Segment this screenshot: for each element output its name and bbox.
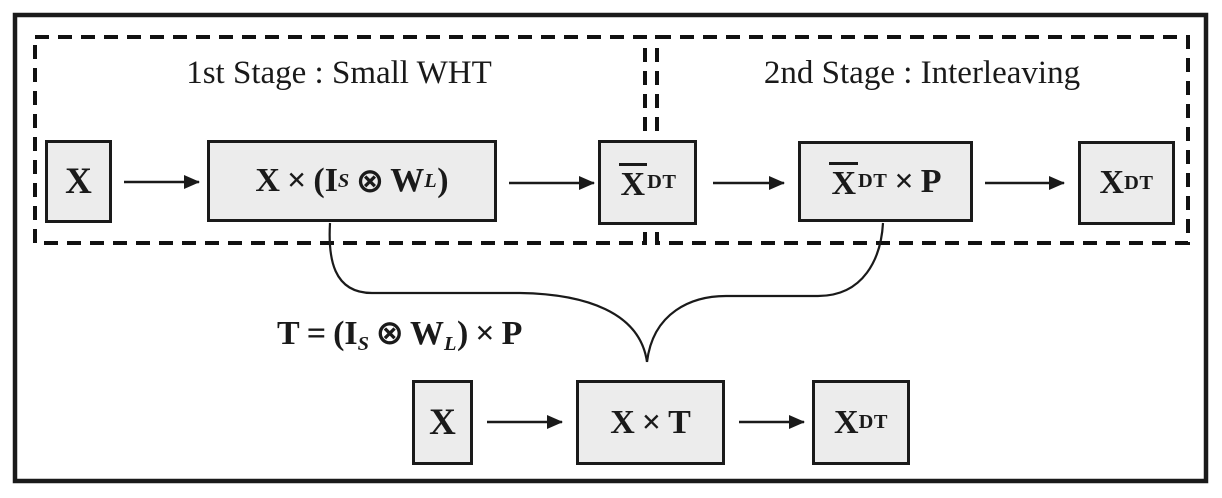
open-paren: ( bbox=[313, 162, 325, 199]
brace-curve-right bbox=[645, 222, 885, 363]
stage2-title: 2nd Stage : Interleaving bbox=[763, 55, 1081, 91]
t-formula-label: T=(IS⊗WL)×P bbox=[277, 316, 522, 355]
matrix-x-label: X bbox=[610, 403, 635, 441]
t-matrix-label: T bbox=[668, 403, 691, 441]
brace-curve-left bbox=[328, 222, 649, 363]
permutation-matrix-label: P bbox=[501, 315, 523, 352]
wht-subscript: L bbox=[424, 169, 438, 192]
times-operator: × bbox=[286, 162, 307, 199]
open-paren: ( bbox=[333, 315, 345, 352]
matrix-x-label: X bbox=[255, 162, 280, 199]
matrix-x-label: X bbox=[65, 161, 92, 202]
wht-matrix-label: W bbox=[390, 162, 425, 199]
kronecker-product-icon: ⊗ bbox=[355, 161, 385, 201]
equals-sign: = bbox=[306, 315, 327, 352]
times-operator: × bbox=[475, 315, 495, 352]
t-matrix-label: T bbox=[277, 315, 300, 352]
outer-frame bbox=[12, 12, 1209, 484]
times-operator: × bbox=[641, 403, 662, 441]
combined-transform-box: X×T bbox=[576, 380, 725, 465]
dt-subscript: DT bbox=[647, 171, 677, 194]
wht-matrix-label: W bbox=[409, 315, 444, 352]
kronecker-product-icon: ⊗ bbox=[375, 313, 404, 353]
permutation-matrix-label: P bbox=[920, 162, 942, 200]
dt-subscript: DT bbox=[1124, 171, 1154, 194]
dt-subscript: DT bbox=[858, 170, 888, 193]
stage1-input-box: X bbox=[45, 140, 112, 223]
xbar-label: X bbox=[618, 163, 648, 202]
close-paren: ) bbox=[437, 162, 449, 199]
close-paren: ) bbox=[456, 315, 469, 352]
identity-subscript: S bbox=[357, 333, 370, 356]
identity-matrix-label: I bbox=[324, 162, 338, 199]
identity-subscript: S bbox=[337, 169, 350, 192]
matrix-x-label: X bbox=[1099, 164, 1125, 201]
matrix-x-label: X bbox=[429, 402, 456, 443]
matrix-x-label: X bbox=[834, 403, 859, 441]
identity-matrix-label: I bbox=[344, 315, 358, 352]
stage1-title: 1st Stage : Small WHT bbox=[186, 55, 492, 91]
wht-subscript: L bbox=[443, 333, 457, 356]
dt-subscript: DT bbox=[858, 411, 888, 434]
combined-input-box: X bbox=[412, 380, 473, 465]
xbar-label: X bbox=[829, 162, 859, 201]
times-operator: × bbox=[894, 162, 914, 200]
